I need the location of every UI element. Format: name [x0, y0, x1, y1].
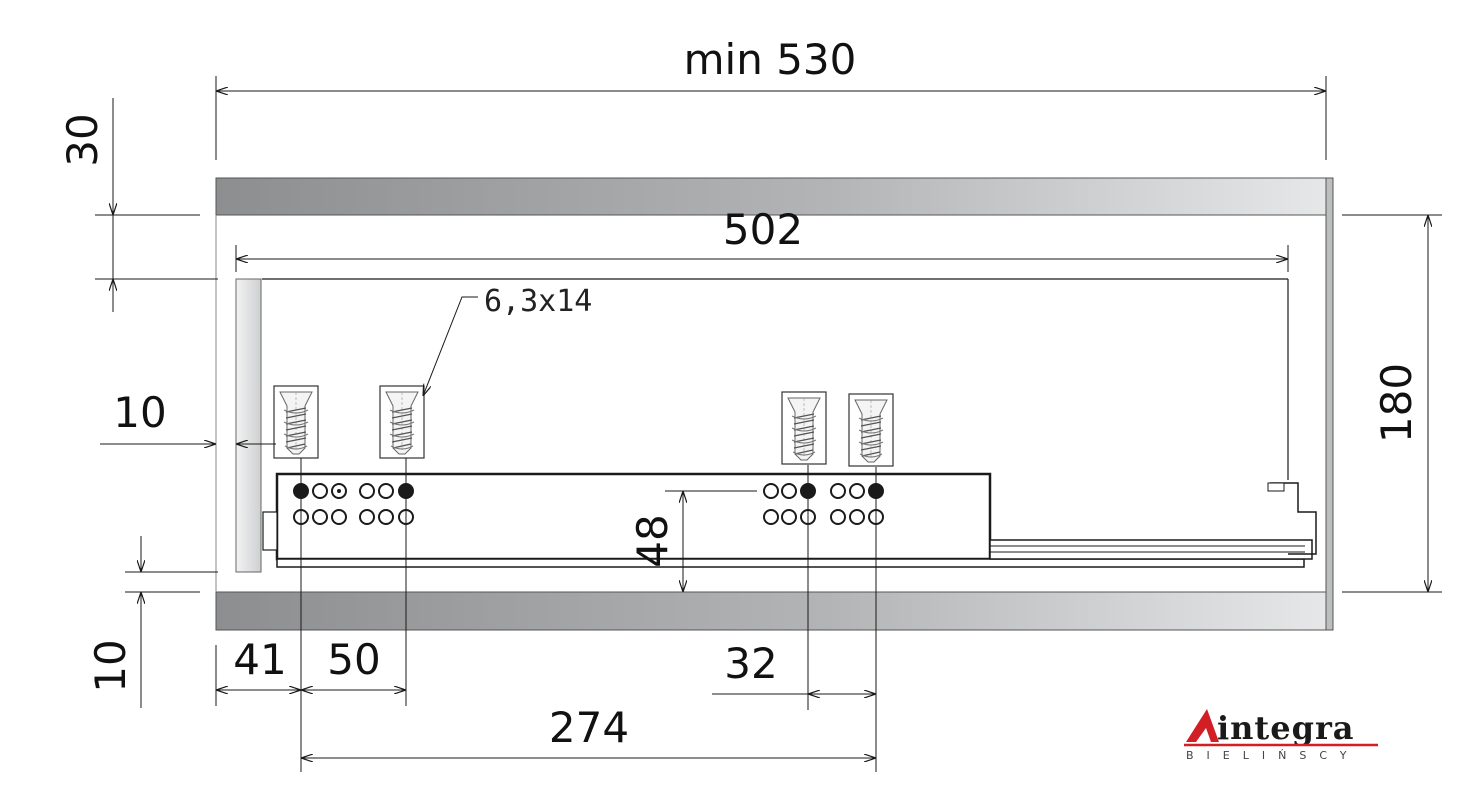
label-height: 180: [1372, 363, 1421, 443]
cabinet: [215, 177, 1334, 631]
label-first-hole: 41: [233, 635, 286, 684]
back-panel: [1325, 177, 1334, 631]
mounting-hole: [830, 509, 846, 525]
extension-lines: [95, 76, 1442, 772]
label-rail-height: 48: [628, 514, 677, 567]
label-total-span: 274: [549, 703, 629, 752]
mounting-hole: [378, 483, 394, 499]
mounting-hole: [312, 509, 328, 525]
mounting-hole: [781, 509, 797, 525]
screw-3: [781, 391, 827, 465]
screw-1: [273, 385, 319, 459]
hole-center-dot: [337, 489, 341, 493]
bottom-panel: [215, 591, 1327, 631]
screw-4: [848, 393, 894, 467]
mounting-hole: [830, 483, 846, 499]
dimension-labels: min 530 502 30 180 10 48 10 41 50 32 274…: [58, 35, 1421, 752]
screw-2: [379, 385, 425, 459]
label-hole-spacing: 50: [327, 635, 380, 684]
label-inner-width: 502: [723, 205, 803, 254]
label-pair-spacing: 32: [724, 639, 777, 688]
drawer-box: [235, 278, 1289, 573]
dimension-arrows: [100, 91, 1428, 758]
mounting-hole: [359, 483, 375, 499]
label-overall-width: min 530: [684, 35, 857, 84]
logo-mark-icon: [1186, 709, 1219, 742]
callout-leader: [423, 296, 478, 396]
drawer-front: [235, 278, 262, 573]
logo-sub: BIELIŃSCY: [1186, 749, 1360, 762]
mounting-hole: [378, 509, 394, 525]
mounting-hole: [763, 509, 779, 525]
mounting-hole: [849, 483, 865, 499]
label-top-offset: 30: [58, 113, 107, 166]
label-side-offset: 10: [113, 388, 166, 437]
logo-brand: integra: [1217, 709, 1355, 747]
integra-logo: integra BIELIŃSCY: [1184, 709, 1378, 762]
top-panel: [215, 177, 1327, 216]
mounting-hole: [312, 483, 328, 499]
mounting-hole: [763, 483, 779, 499]
label-screw-size: 6,3x14: [484, 284, 592, 319]
mounting-hole: [781, 483, 797, 499]
mounting-hole: [359, 509, 375, 525]
mounting-hole: [849, 509, 865, 525]
mounting-hole: [331, 509, 347, 525]
label-bottom-offset: 10: [86, 639, 135, 692]
